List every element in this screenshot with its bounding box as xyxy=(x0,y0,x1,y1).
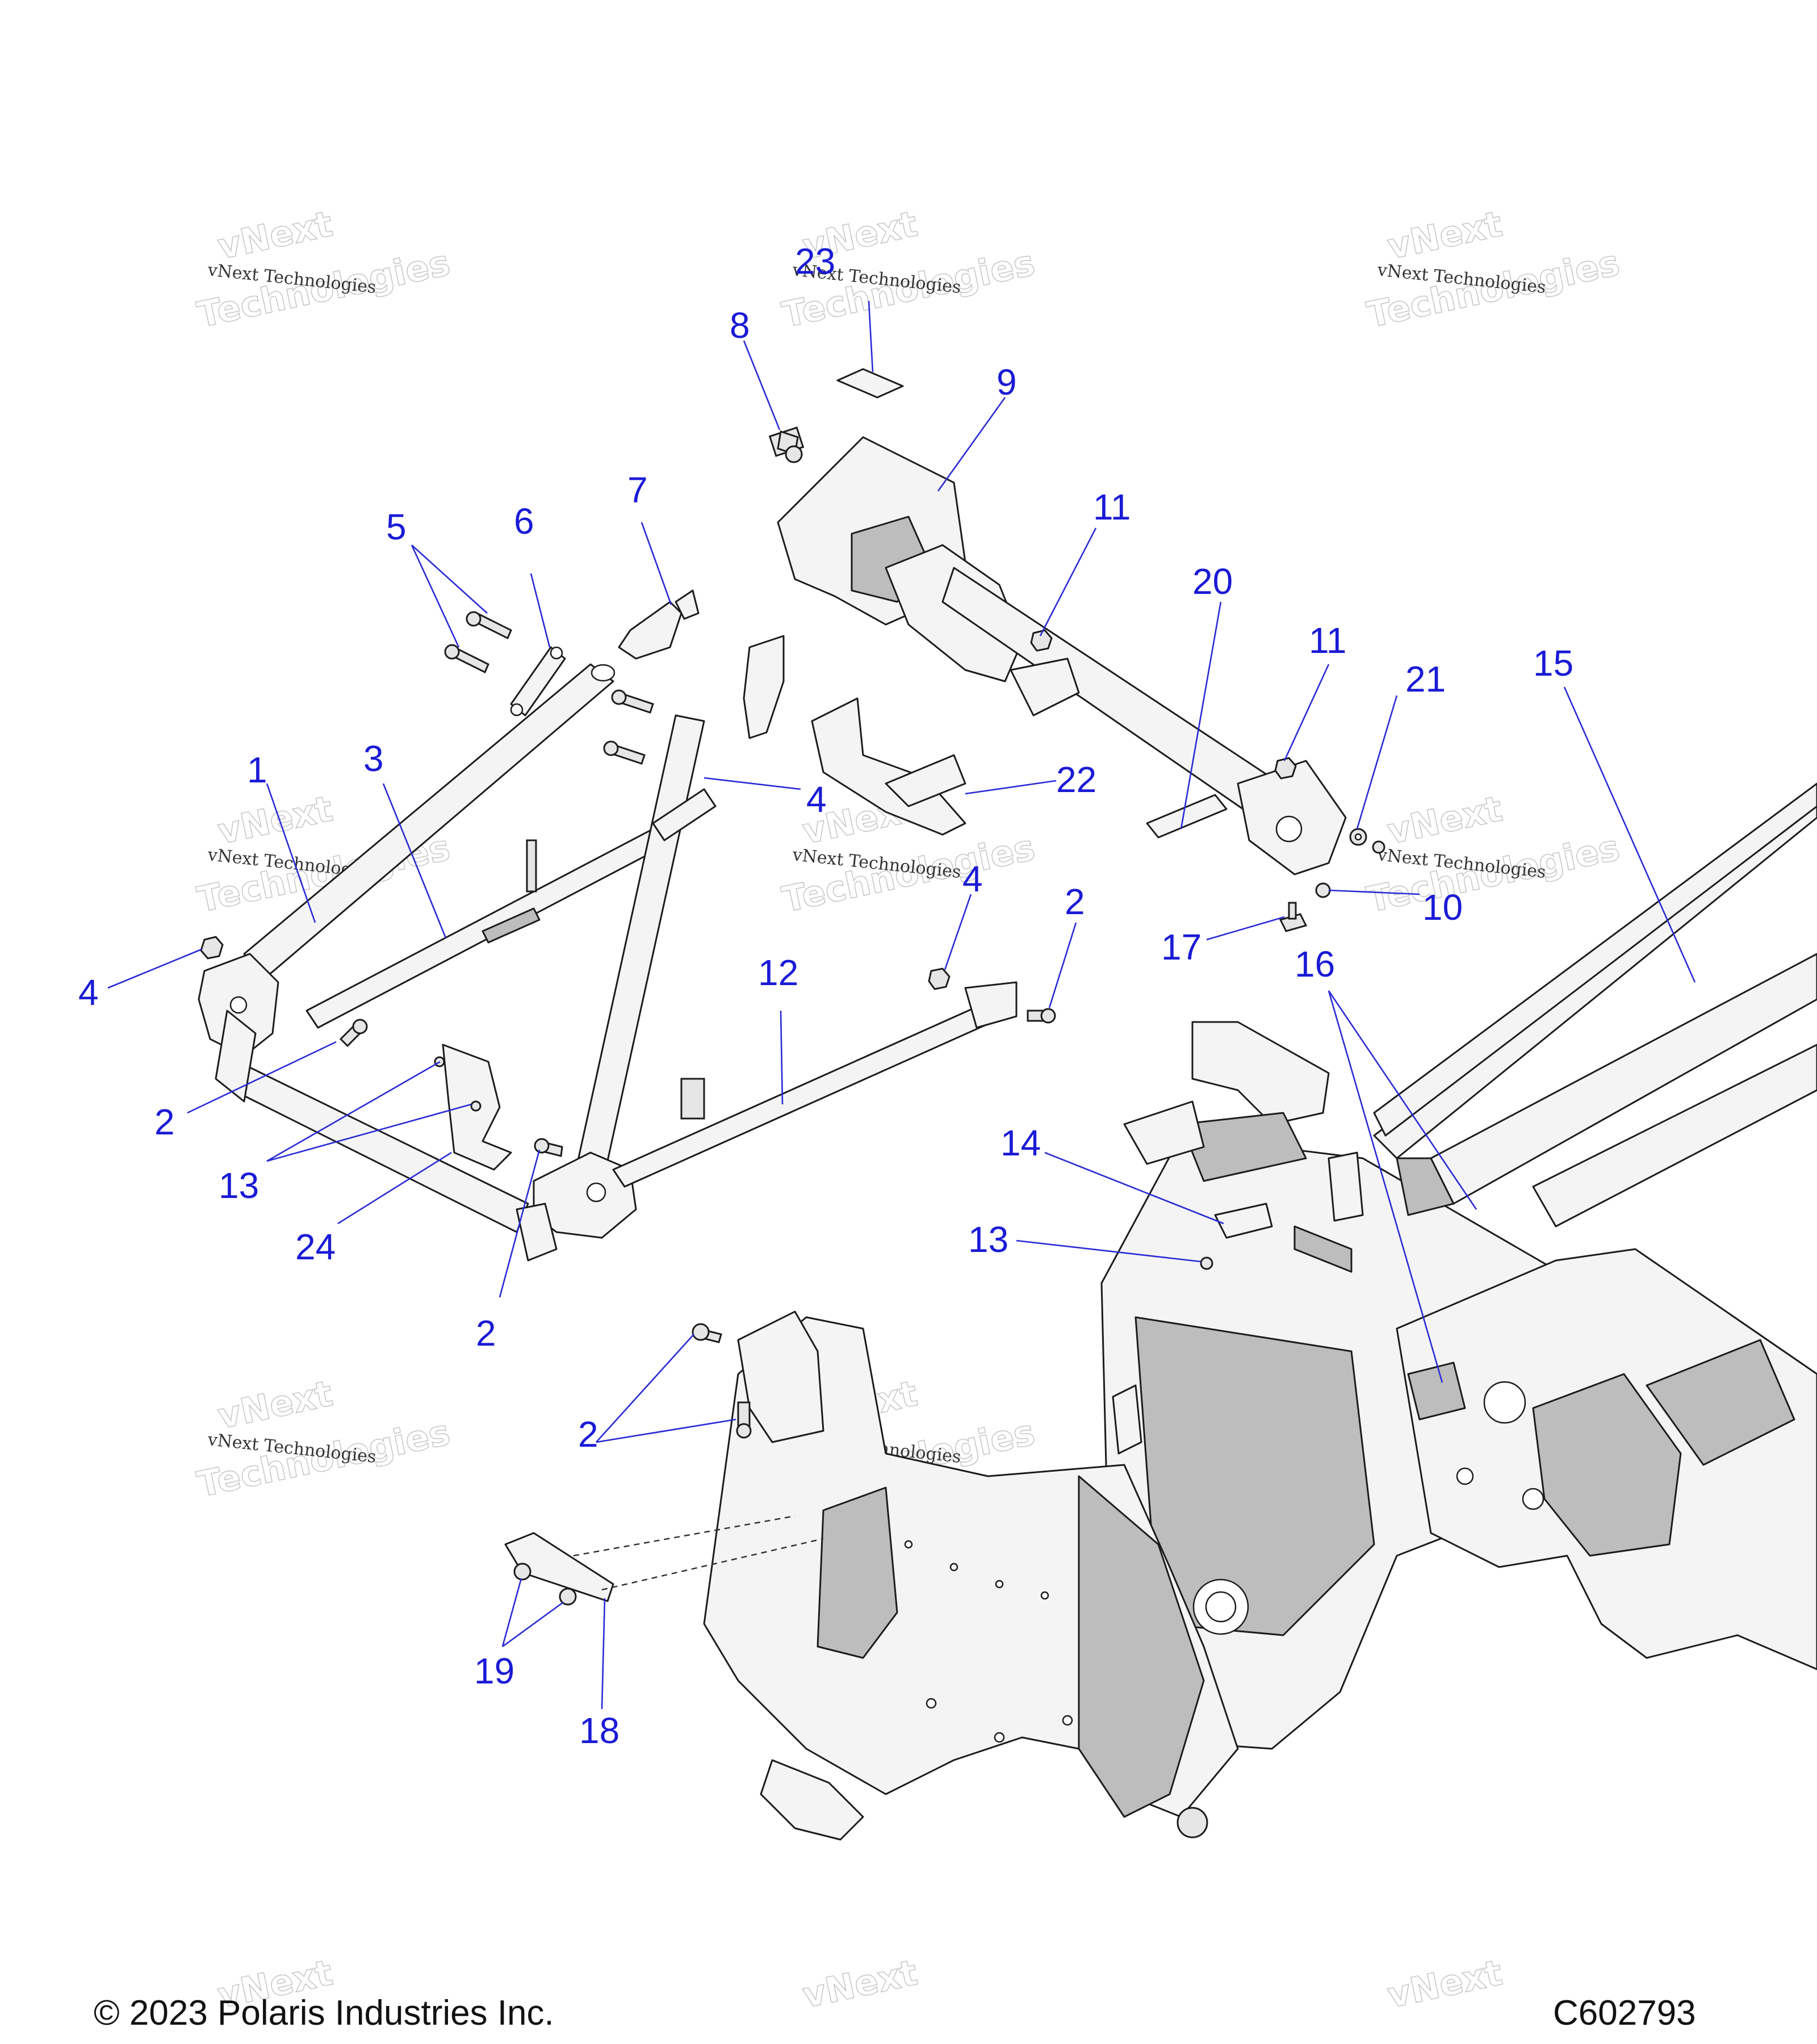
watermark: vNext xyxy=(1383,1951,1506,2016)
part-node-right xyxy=(516,1151,637,1262)
copyright-text: © 2023 Polaris Industries Inc. xyxy=(94,1993,554,2033)
svg-text:vNext: vNext xyxy=(1384,788,1506,852)
watermark: vNext xyxy=(798,1951,921,2016)
nut-icon xyxy=(1030,629,1053,652)
part-9-steering-post xyxy=(768,426,1347,876)
bolt-icon xyxy=(1027,1008,1056,1024)
callout-1: 1 xyxy=(247,749,267,790)
part-17-stud xyxy=(1279,902,1308,932)
callout-5: 5 xyxy=(386,506,407,547)
callout-16: 16 xyxy=(1295,944,1335,985)
callout-21: 21 xyxy=(1405,659,1446,700)
callout-2-left: 2 xyxy=(154,1101,175,1142)
part-22-bracket xyxy=(811,697,966,836)
callout-10: 10 xyxy=(1422,887,1463,928)
svg-text:vNext: vNext xyxy=(1384,1951,1506,2016)
part-6-link xyxy=(510,646,566,717)
callout-11-top: 11 xyxy=(1093,487,1131,527)
part-15-tunnel-rail xyxy=(1373,782,1817,1228)
callout-2-right: 2 xyxy=(1065,881,1085,922)
nut-icon xyxy=(1274,757,1297,780)
callout-4-mid: 4 xyxy=(806,779,827,820)
screw-icon xyxy=(470,1100,482,1112)
callout-3: 3 xyxy=(363,738,384,779)
bolt-icon xyxy=(777,430,803,463)
part-12-tie-rod xyxy=(612,981,1018,1188)
part-14-bracket xyxy=(1214,1203,1273,1239)
bolt-icon xyxy=(339,1019,368,1048)
part-bracket-middle xyxy=(743,635,785,739)
pedal-bracket xyxy=(1123,1021,1364,1273)
callout-23: 23 xyxy=(795,241,835,282)
callout-7: 7 xyxy=(627,470,648,510)
bolt-icon xyxy=(603,740,646,765)
leader-lines xyxy=(107,300,1696,1710)
callout-13-right: 13 xyxy=(968,1219,1008,1260)
svg-text:vNext: vNext xyxy=(799,1951,921,2016)
callout-9: 9 xyxy=(997,362,1017,403)
callout-24: 24 xyxy=(295,1226,336,1267)
bolt-icon xyxy=(692,1323,722,1343)
callout-2-bottom: 2 xyxy=(476,1313,496,1354)
svg-text:vNext: vNext xyxy=(214,203,336,267)
callout-20: 20 xyxy=(1192,561,1233,602)
svg-text:vNext: vNext xyxy=(214,1372,336,1437)
hardware xyxy=(200,430,1385,1606)
nut-icon xyxy=(513,1563,531,1581)
callout-19: 19 xyxy=(474,1651,514,1691)
nut-icon xyxy=(928,967,951,990)
part-7-bracket xyxy=(618,589,700,660)
callout-13-left: 13 xyxy=(219,1165,259,1206)
callout-14: 14 xyxy=(1000,1122,1041,1163)
callout-4-left: 4 xyxy=(78,972,99,1013)
bolt-icon xyxy=(466,611,512,640)
watermark: vNext Technologies xyxy=(1363,787,1623,920)
figure-id: C602793 xyxy=(1553,1993,1696,2033)
callout-4-right: 4 xyxy=(962,858,983,899)
nut-icon xyxy=(1315,882,1331,898)
callout-6: 6 xyxy=(514,501,534,542)
callout-17: 17 xyxy=(1161,927,1201,967)
side-panel-right xyxy=(1396,1248,1817,1670)
callout-labels: 1 3 4 2 13 24 2 5 6 7 4 8 23 9 11 20 22 … xyxy=(78,241,1573,1751)
nut-icon xyxy=(1372,840,1385,854)
bolt-icon xyxy=(534,1138,563,1157)
lower-cross-tube xyxy=(215,1010,529,1233)
watermark: vNext Technologies xyxy=(193,202,454,336)
nut-icon xyxy=(559,1588,577,1606)
washer-icon xyxy=(1349,828,1367,846)
watermark: vNext Technologies xyxy=(1363,202,1623,336)
bolt-icon xyxy=(611,689,654,714)
callout-8: 8 xyxy=(730,305,750,346)
part-20-bar xyxy=(1146,794,1228,839)
svg-text:vNext: vNext xyxy=(1384,203,1506,267)
svg-text:vNext: vNext xyxy=(214,788,336,852)
part-node-left xyxy=(198,953,279,1057)
callout-18: 18 xyxy=(579,1710,619,1751)
callout-12: 12 xyxy=(758,952,798,993)
callout-2-lower: 2 xyxy=(578,1414,598,1455)
callout-15: 15 xyxy=(1533,643,1573,684)
main-chassis xyxy=(703,1134,1602,1841)
callout-22: 22 xyxy=(1056,759,1096,800)
bolt-icon xyxy=(444,644,489,674)
callout-11-right: 11 xyxy=(1309,620,1346,661)
screw-icon xyxy=(1200,1256,1213,1270)
part-23-decal xyxy=(836,368,904,399)
watermark: vNext Technologies xyxy=(193,1372,454,1505)
nut-icon xyxy=(200,936,224,960)
bolt-icon xyxy=(736,1401,752,1439)
